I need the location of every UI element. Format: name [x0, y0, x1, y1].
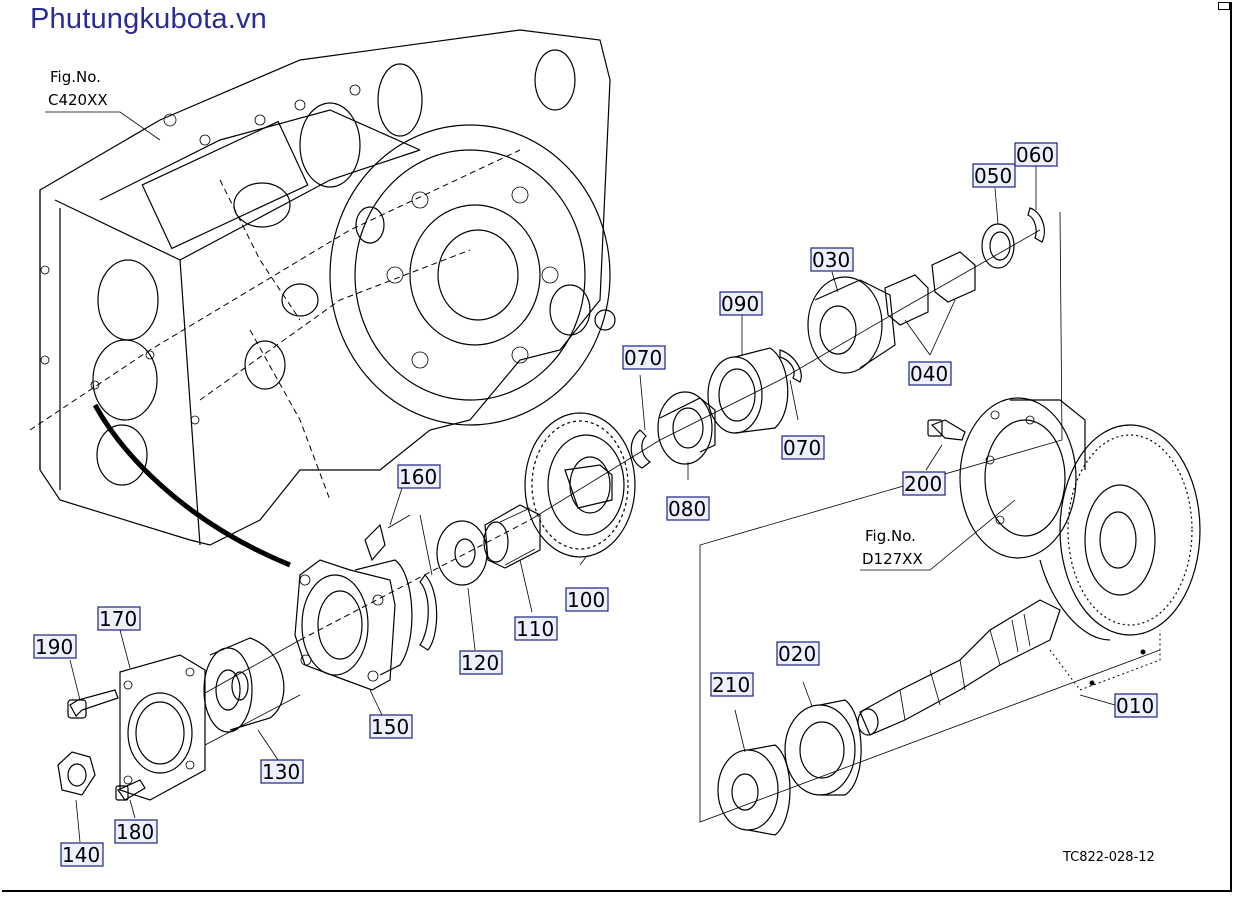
callout-160-label: 160: [399, 465, 437, 489]
figure-ref-c420: Fig.No. C420XX: [45, 68, 161, 141]
frame-corner-mark: [1218, 2, 1230, 10]
bevel-pinion-group: [699, 211, 1201, 836]
callout-180-label: 180: [116, 820, 154, 844]
figure-ref-c420-line2: C420XX: [48, 91, 108, 109]
callout-040-label: 040: [910, 362, 948, 386]
callout-090-label: 090: [721, 292, 759, 316]
callout-100[interactable]: 100: [565, 587, 609, 612]
callout-070-upper-label: 070: [783, 436, 821, 460]
gear-100-drawing: [524, 412, 636, 558]
figure-ref-d127-line2: D127XX: [862, 550, 923, 568]
site-watermark: Phutungkubota.vn: [30, 3, 267, 35]
callout-130[interactable]: 130: [260, 759, 304, 784]
callout-110[interactable]: 110: [514, 616, 558, 641]
callout-140[interactable]: 140: [60, 842, 104, 867]
callout-060-label: 060: [1016, 143, 1054, 167]
callout-020-label: 020: [778, 642, 816, 666]
callout-090[interactable]: 090: [719, 291, 763, 316]
callout-170-label: 170: [99, 607, 137, 631]
callout-110-label: 110: [516, 617, 554, 641]
figure-ref-d127-line1: Fig.No.: [865, 527, 916, 545]
drawing-frame: [2, 2, 1232, 892]
callout-060[interactable]: 060: [1014, 142, 1058, 167]
callout-130-label: 130: [262, 760, 300, 784]
callout-010-label: 010: [1116, 694, 1154, 718]
part-callouts: 010 020 030 040 050 060 070 070: [33, 142, 1158, 867]
callout-070-upper[interactable]: 070: [781, 435, 825, 460]
callout-150-label: 150: [371, 715, 409, 739]
figure-ref-d127: Fig.No. D127XX: [860, 499, 1016, 571]
callout-030[interactable]: 030: [810, 247, 854, 272]
callout-170[interactable]: 170: [97, 606, 141, 631]
callout-030-label: 030: [812, 248, 850, 272]
transmission-case-drawing: [29, 29, 616, 568]
callout-050-label: 050: [974, 164, 1012, 188]
callout-200-label: 200: [904, 472, 942, 496]
callout-210[interactable]: 210: [710, 672, 754, 697]
callout-080[interactable]: 080: [666, 496, 710, 521]
callout-080-label: 080: [668, 497, 706, 521]
figure-ref-c420-line1: Fig.No.: [50, 68, 101, 86]
callout-160[interactable]: 160: [397, 464, 441, 489]
callout-120-label: 120: [461, 651, 499, 675]
callout-180[interactable]: 180: [114, 819, 158, 844]
callout-040[interactable]: 040: [908, 361, 952, 386]
drawing-code: TC822-028-12: [1062, 850, 1155, 865]
callout-150[interactable]: 150: [369, 714, 413, 739]
callout-190[interactable]: 190: [33, 634, 77, 659]
middle-shaft-parts: [69, 165, 1045, 843]
callout-070-lower[interactable]: 070: [622, 345, 666, 370]
callout-190-label: 190: [35, 635, 73, 659]
callout-120[interactable]: 120: [459, 650, 503, 675]
callout-100-label: 100: [567, 588, 605, 612]
callout-010[interactable]: 010: [1114, 693, 1158, 718]
callout-140-label: 140: [62, 843, 100, 867]
callout-210-label: 210: [712, 673, 750, 697]
callout-070-lower-label: 070: [624, 346, 662, 370]
flange-cover-group: [57, 229, 1041, 801]
callout-200[interactable]: 200: [902, 471, 946, 496]
callout-020[interactable]: 020: [776, 641, 820, 666]
callout-050[interactable]: 050: [972, 163, 1016, 188]
